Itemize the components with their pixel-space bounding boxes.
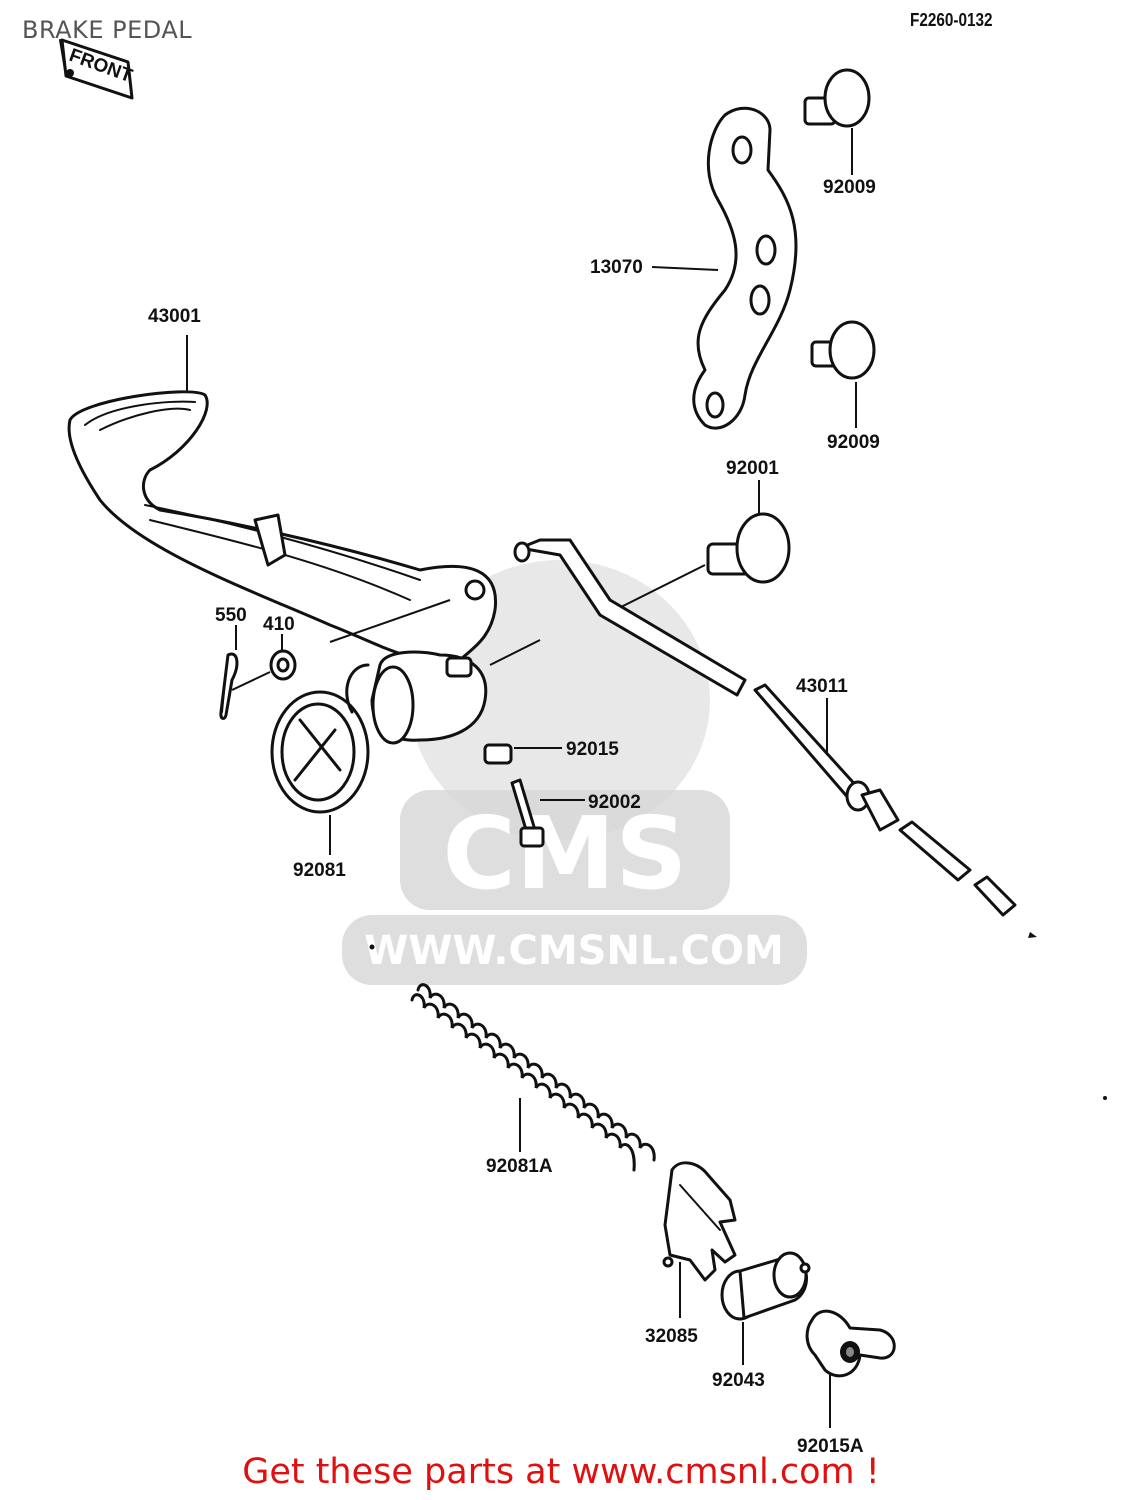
front-arrow-marker: FRONT [59, 38, 135, 100]
part-label[interactable]: 92081 [293, 860, 346, 881]
part-label[interactable]: 92081A [486, 1156, 553, 1177]
part-label[interactable]: 92015A [797, 1436, 864, 1457]
washer-410 [269, 649, 297, 681]
pedal-axis-line-2 [489, 639, 541, 666]
leader-13070 [651, 266, 719, 271]
nut-92015 [483, 743, 513, 765]
bolt-92009-top [803, 68, 871, 128]
spring-92081A [410, 983, 656, 1172]
part-label[interactable]: 13070 [590, 257, 643, 278]
part-label[interactable]: 92009 [823, 177, 876, 198]
part-label[interactable]: 43001 [148, 306, 201, 327]
bolt-92001-axis [614, 564, 706, 611]
part-label[interactable]: 550 [215, 605, 247, 626]
return-spring-92081 [270, 663, 370, 814]
watermark-url: WWW.CMSNL.COM [364, 928, 784, 974]
part-label[interactable]: 92002 [588, 792, 641, 813]
bolt-92002 [510, 778, 545, 848]
page-title: BRAKE PEDAL [22, 16, 193, 44]
brake-pedal-43001 [67, 390, 498, 745]
footer-link[interactable]: Get these parts at www.cmsnl.com ! [242, 1452, 880, 1492]
rod-43011 [513, 538, 1037, 938]
cotter-pin-550 [219, 652, 239, 720]
part-label[interactable]: 92009 [827, 432, 880, 453]
part-label[interactable]: 43011 [796, 676, 848, 697]
dot-marker [1103, 1096, 1107, 1100]
wing-nut-92015A [805, 1309, 896, 1378]
pin-92043 [720, 1251, 811, 1321]
part-label[interactable]: 92001 [726, 458, 779, 479]
part-label[interactable]: 92043 [712, 1370, 765, 1391]
clip-32085 [662, 1161, 737, 1282]
watermark-logo-text: CMS [443, 795, 688, 912]
pedal-axis-line-1 [329, 599, 451, 643]
bolt-92009-lower [810, 320, 876, 380]
part-label[interactable]: 410 [263, 614, 295, 635]
bracket-13070 [692, 106, 798, 430]
figure-code: F2260-0132 [910, 10, 993, 30]
part-label[interactable]: 32085 [645, 1326, 698, 1347]
bolt-92001 [706, 512, 791, 584]
part-label[interactable]: 92015 [566, 739, 619, 760]
dot-marker [369, 944, 375, 950]
washer-axis [231, 671, 271, 691]
